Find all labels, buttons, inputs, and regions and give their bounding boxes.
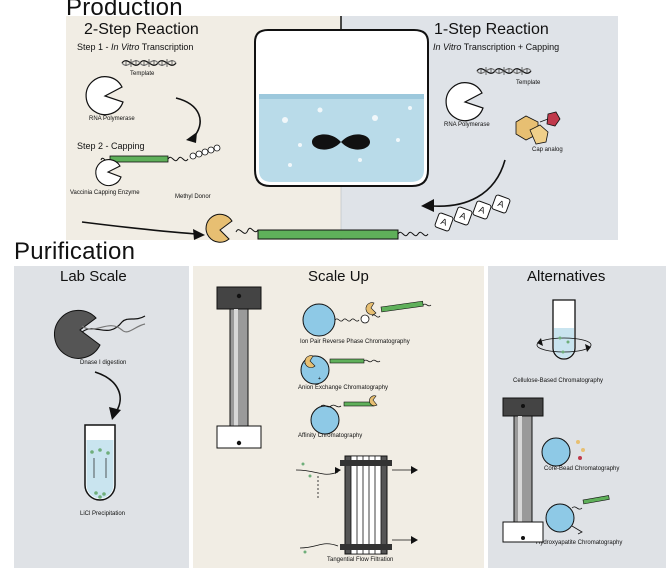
bioreactor-icon [254,16,429,187]
cap-analog-icon [515,111,561,145]
anion-exchange-bead: + + [300,355,381,385]
final-mrna-product [205,213,429,243]
arrow-dnase-to-licl [94,371,121,413]
production-title: Production [66,0,183,21]
ip-rp-bead [302,300,432,337]
rna-polymerase-label-right: RNA Polymerase [444,122,490,128]
affinity-bead [310,395,378,435]
methyl-donor-label: Methyl Donor [175,194,211,200]
core-bead-icon [541,437,585,467]
dna-template-icon-right [476,67,532,75]
template-label-left: Template [130,71,155,77]
test-tube-icon [84,424,116,501]
rna-polymerase-icon-right [445,82,484,122]
step1-label: Step 1 - In Vitro Transcription [77,42,194,52]
step2-label: Step 2 - Capping [77,141,145,151]
dnase-icon [53,309,146,359]
hydroxyapatite-label: Hydroxyapatite Chromatography [536,540,623,546]
chromatography-column-icon [216,286,262,449]
alternatives-title: Alternatives [527,268,606,285]
dna-template-icon [121,59,177,67]
arrow-left-to-product [81,221,197,235]
poly-a-tail-step2 [189,144,221,160]
ip-rp-label: Ion Pair Reverse Phase Chromatography [300,339,410,345]
affinity-label: Affinity Chromatography [298,433,363,439]
template-label-right: Template [516,80,541,86]
arrow-right-to-product [431,159,506,207]
one-step-subtitle: In Vitro Transcription + Capping [433,42,560,52]
anion-label: Anion Exchange Chromatography [298,385,389,391]
lab-scale-panel [14,266,189,568]
alternatives-column-icon [502,397,544,543]
licl-label: LiCl Precipitation [80,511,126,517]
scale-up-title: Scale Up [308,268,369,285]
capping-enzyme-icon [95,159,122,187]
tff-label: Tangential Flow Filtration [327,557,394,563]
rna-polymerase-icon [85,76,124,116]
hydroxyapatite-bead-icon [545,495,610,535]
production-graphics [81,16,561,243]
svg-text:+: + [318,376,321,382]
dnase-label: Dnase I digestion [80,360,127,366]
cellulose-label: Cellulose-Based Chromatography [513,378,604,384]
core-bead-label: Core-Bead Chromatography [544,466,620,472]
cellulose-column-icon [536,299,592,360]
one-step-title: 1-Step Reaction [434,21,549,38]
two-step-title: 2-Step Reaction [84,21,199,38]
capping-enzyme-label: Vaccinia Capping Enzyme [70,190,140,196]
tff-icon [295,455,418,555]
lab-scale-title: Lab Scale [60,268,127,285]
purification-title: Purification [14,238,136,265]
rna-polymerase-label-left: RNA Polymerase [89,116,135,122]
cap-analog-label: Cap analog [532,147,563,153]
